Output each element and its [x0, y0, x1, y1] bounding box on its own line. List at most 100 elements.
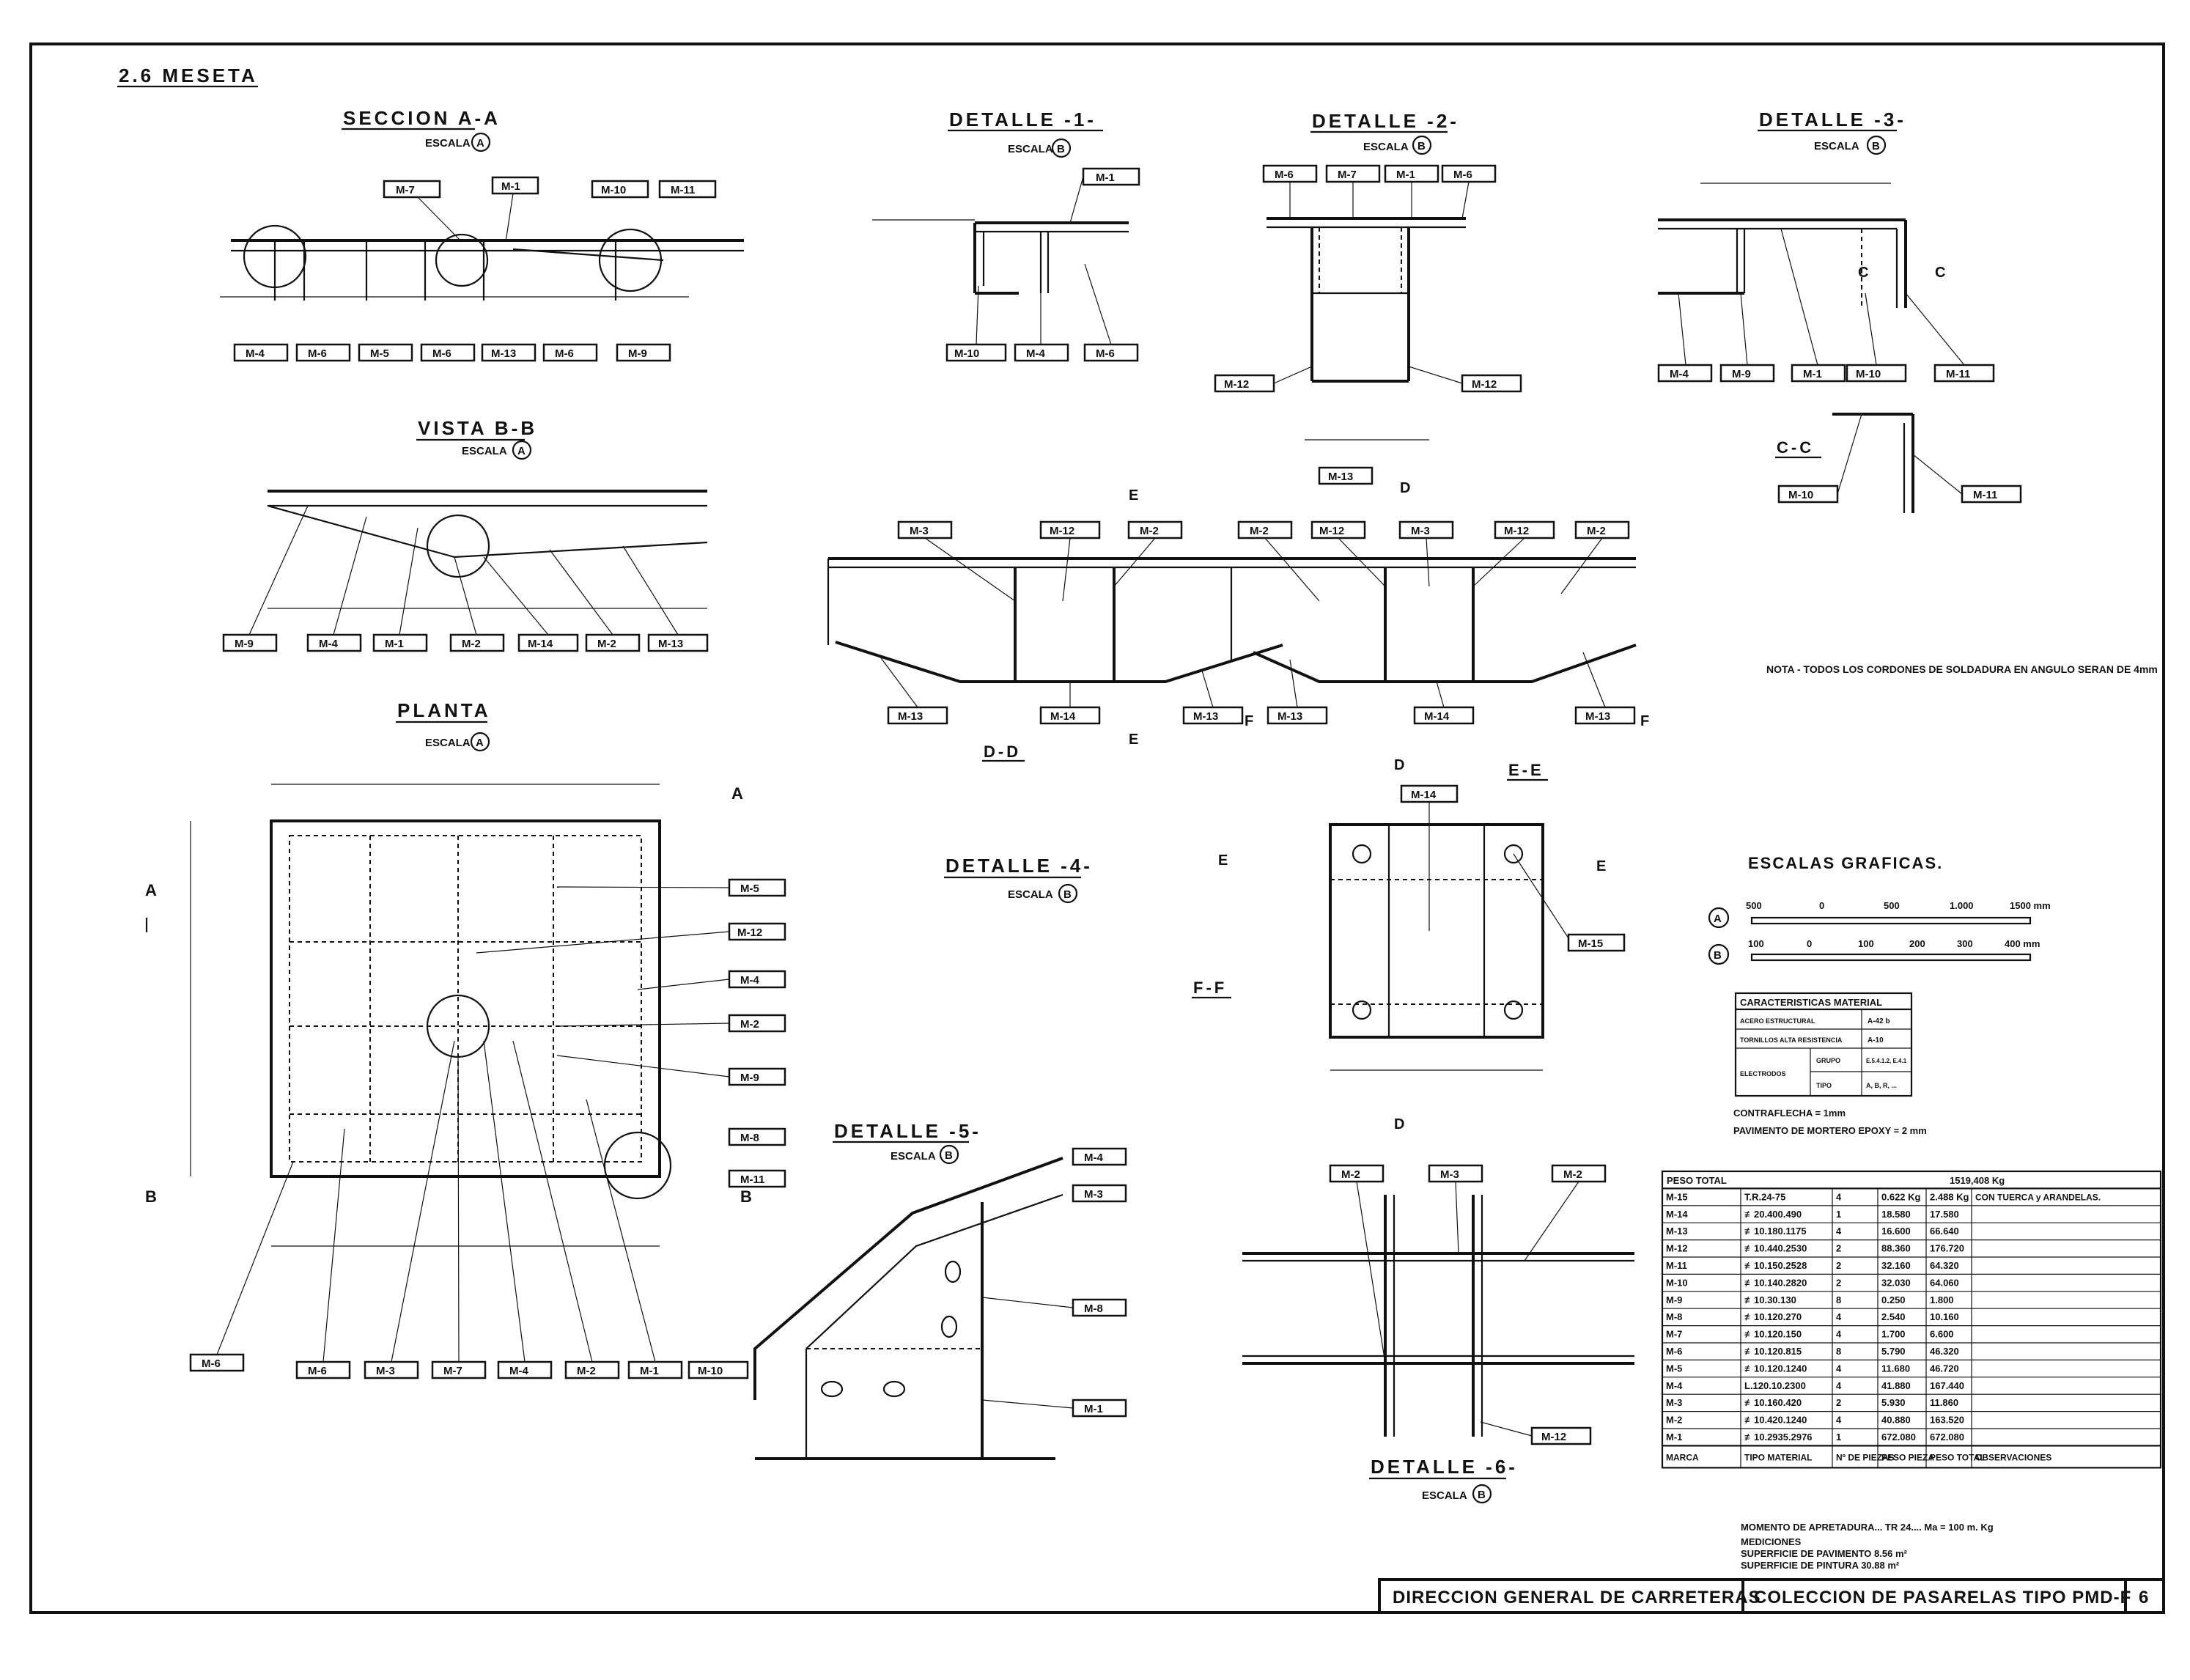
sheet-number: 6	[2139, 1588, 2149, 1607]
svg-text:M-4: M-4	[1084, 1152, 1103, 1164]
svg-text:B: B	[145, 1187, 157, 1206]
svg-text:GRUPO: GRUPO	[1816, 1057, 1840, 1064]
parts-cell: 11.860	[1930, 1397, 1958, 1408]
parts-cell: 17.580	[1930, 1209, 1959, 1220]
parts-cell: 88.360	[1881, 1243, 1911, 1254]
view-cc: C-C M-10 M-11	[1775, 413, 2022, 513]
parts-cell: M-8	[1666, 1311, 1682, 1322]
view-detalle-3: DETALLE -3- ESCALA B M-4 M-9 M-1 M-10 M-…	[1657, 108, 1995, 383]
svg-text:B: B	[1063, 888, 1072, 901]
parts-cell: M-7	[1666, 1329, 1682, 1340]
svg-text:TIPO: TIPO	[1816, 1082, 1832, 1089]
svg-text:M-14: M-14	[1411, 789, 1437, 801]
svg-text:E: E	[1129, 487, 1138, 504]
svg-text:M-5: M-5	[740, 883, 759, 895]
dd-title: D-D	[984, 743, 1021, 761]
seccion-aa-title: SECCION A-A	[343, 107, 501, 129]
svg-text:ESCALA: ESCALA	[1814, 140, 1859, 152]
parts-cell: 2	[1836, 1260, 1841, 1271]
svg-text:M-9: M-9	[235, 638, 254, 650]
parts-cell: ≢10.2935.2976	[1744, 1432, 1813, 1443]
svg-text:PAVIMENTO DE MORTERO EPOXY = 2: PAVIMENTO DE MORTERO EPOXY = 2 mm	[1733, 1125, 1927, 1136]
svg-text:A, B, R, ...: A, B, R, ...	[1866, 1082, 1897, 1089]
svg-text:M-6: M-6	[308, 347, 327, 360]
measurements: MOMENTO DE APRETADURA... TR 24.... Ma = …	[1741, 1522, 1994, 1571]
cc-title: C-C	[1777, 438, 1814, 457]
parts-cell: 167.440	[1930, 1380, 1964, 1391]
parts-cell: 40.880	[1881, 1415, 1911, 1426]
svg-text:ESCALA: ESCALA	[425, 737, 471, 749]
parts-cell: ≢10.160.420	[1744, 1397, 1802, 1408]
svg-text:M-3: M-3	[1084, 1188, 1103, 1201]
svg-text:M-9: M-9	[628, 347, 647, 360]
svg-text:200: 200	[1909, 938, 1925, 949]
svg-text:M-2: M-2	[1341, 1168, 1360, 1181]
svg-text:A-42 b: A-42 b	[1868, 1017, 1890, 1025]
peso-total-value: 1519,408 Kg	[1950, 1175, 2005, 1186]
parts-cell: ≢20.400.490	[1744, 1209, 1802, 1220]
svg-text:M-10: M-10	[698, 1365, 723, 1377]
parts-cell: 672.080	[1930, 1432, 1964, 1443]
welding-note: NOTA - TODOS LOS CORDONES DE SOLDADURA E…	[1766, 663, 2158, 675]
parts-cell: M-12	[1666, 1243, 1688, 1254]
svg-text:M-13: M-13	[1328, 471, 1353, 483]
svg-text:M-4: M-4	[509, 1365, 528, 1377]
parts-cell: M-15	[1666, 1191, 1688, 1202]
svg-text:A: A	[517, 445, 526, 457]
svg-text:M-10: M-10	[601, 184, 626, 196]
svg-text:M-12: M-12	[1541, 1431, 1566, 1443]
seccion-aa-scale: ESCALA	[425, 137, 471, 150]
detalle-5-title: DETALLE -5-	[834, 1120, 981, 1142]
parts-cell: ≢10.120.270	[1744, 1311, 1802, 1322]
parts-cell: 8	[1836, 1346, 1841, 1357]
svg-text:M-9: M-9	[1732, 368, 1751, 380]
svg-text:M-1: M-1	[1084, 1403, 1103, 1415]
parts-header: PESO PIEZA	[1881, 1452, 1934, 1462]
svg-text:M-1: M-1	[640, 1365, 659, 1377]
parts-cell: 16.600	[1881, 1226, 1911, 1237]
svg-text:ACERO ESTRUCTURAL: ACERO ESTRUCTURAL	[1740, 1017, 1815, 1025]
parts-cell: ≢10.140.2820	[1744, 1277, 1807, 1288]
parts-cell: 41.880	[1881, 1380, 1911, 1391]
svg-text:D: D	[1394, 1116, 1404, 1132]
svg-text:1.000: 1.000	[1950, 900, 1974, 911]
title-block-org: DIRECCION GENERAL DE CARRETERAS	[1393, 1588, 1761, 1607]
parts-cell: ≢10.420.1240	[1744, 1415, 1807, 1426]
view-ff: E-E D D E E F-F M-14 M-15	[1192, 757, 1626, 1132]
svg-text:M-3: M-3	[910, 525, 929, 537]
svg-text:M-2: M-2	[577, 1365, 596, 1377]
view-planta: PLANTA ESCALA A A A B B M-5 M-12 M-4 M-2…	[145, 699, 786, 1379]
svg-text:A: A	[476, 737, 484, 749]
svg-text:A: A	[476, 137, 484, 150]
vista-bb-title: VISTA B-B	[418, 417, 537, 439]
svg-text:M-10: M-10	[954, 347, 979, 360]
svg-text:MEDICIONES: MEDICIONES	[1741, 1536, 1802, 1547]
parts-cell: 5.790	[1881, 1346, 1906, 1357]
svg-text:TORNILLOS ALTA RESISTENCIA: TORNILLOS ALTA RESISTENCIA	[1740, 1036, 1843, 1044]
svg-text:B: B	[1478, 1489, 1486, 1501]
parts-cell: M-3	[1666, 1397, 1682, 1408]
svg-text:A: A	[145, 881, 157, 899]
svg-text:500: 500	[1746, 900, 1762, 911]
svg-text:F: F	[1640, 713, 1649, 729]
svg-text:ESCALA: ESCALA	[1008, 143, 1053, 155]
svg-text:M-12: M-12	[1319, 525, 1344, 537]
parts-cell: 4	[1836, 1311, 1842, 1322]
svg-text:ESCALA: ESCALA	[891, 1150, 936, 1163]
parts-header: TIPO MATERIAL	[1744, 1452, 1812, 1462]
detalle-1-title: DETALLE -1-	[949, 108, 1096, 130]
svg-text:M-13: M-13	[898, 710, 923, 723]
svg-text:M-2: M-2	[1563, 1168, 1582, 1181]
graphic-scales: ESCALAS GRAFICAS. A B 500 0 500 1.000 15…	[1708, 854, 2051, 965]
parts-cell: 64.060	[1930, 1277, 1959, 1288]
parts-cell: 0.250	[1881, 1294, 1906, 1305]
svg-text:M-13: M-13	[1585, 710, 1610, 723]
parts-cell: M-5	[1666, 1363, 1682, 1374]
svg-text:M-2: M-2	[1140, 525, 1159, 537]
svg-text:M-2: M-2	[462, 638, 481, 650]
parts-cell: 1.800	[1930, 1294, 1954, 1305]
parts-cell: 11.680	[1881, 1363, 1910, 1374]
svg-text:M-4: M-4	[246, 347, 265, 360]
